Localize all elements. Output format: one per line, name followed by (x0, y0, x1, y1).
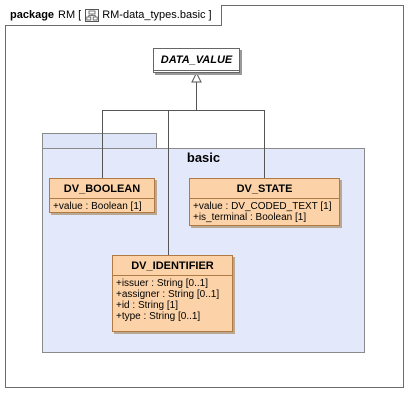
class-dv-state-name: DV_STATE (236, 183, 293, 195)
class-dv-boolean[interactable]: DV_BOOLEAN +value : Boolean [1] (49, 178, 155, 213)
diagram-frame-header: package RM [ RM-data_types.basic ] (5, 5, 222, 26)
class-dv-boolean-attributes: +value : Boolean [1] (50, 198, 154, 215)
class-dv-identifier-attributes: +issuer : String [0..1] +assigner : Stri… (113, 275, 232, 325)
package-basic-name: basic (186, 150, 221, 165)
class-data-value-name: DATA_VALUE (160, 54, 233, 66)
frame-bracket-close: ] (208, 9, 212, 21)
class-dv-boolean-name: DV_BOOLEAN (63, 183, 141, 195)
attribute: +value : Boolean [1] (53, 201, 142, 212)
frame-diagram-name: RM-data_types.basic (102, 9, 206, 21)
class-data-value[interactable]: DATA_VALUE (153, 48, 240, 73)
attribute: +value : DV_CODED_TEXT [1] (193, 201, 332, 212)
frame-keyword: package (10, 9, 55, 21)
attribute: +id : String [1] (116, 300, 178, 311)
diagram-icon (85, 8, 100, 22)
class-dv-identifier-name: DV_IDENTIFIER (131, 260, 214, 272)
attribute: +issuer : String [0..1] (116, 278, 208, 289)
class-dv-state-attributes: +value : DV_CODED_TEXT [1] +is_terminal … (190, 198, 339, 226)
class-data-value-compartment (154, 70, 239, 76)
frame-bracket-open: [ (78, 9, 82, 21)
frame-model-name: RM (58, 9, 76, 21)
class-dv-state[interactable]: DV_STATE +value : DV_CODED_TEXT [1] +is_… (189, 178, 340, 226)
attribute: +is_terminal : Boolean [1] (193, 212, 307, 223)
class-dv-identifier[interactable]: DV_IDENTIFIER +issuer : String [0..1] +a… (112, 255, 233, 332)
attribute: +type : String [0..1] (116, 311, 201, 322)
attribute: +assigner : String [0..1] (116, 289, 220, 300)
package-basic-tab[interactable] (42, 133, 157, 148)
